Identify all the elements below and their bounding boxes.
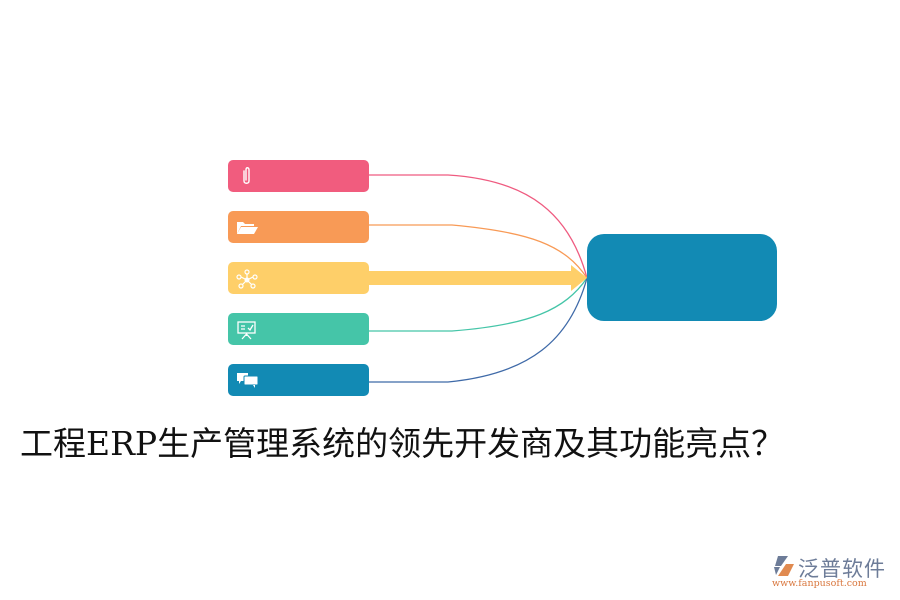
branch-node-folder <box>228 211 369 243</box>
network-icon <box>236 269 258 289</box>
logo-brand-text: 泛普软件 <box>798 557 886 581</box>
fanpu-logo-mark-icon <box>772 555 796 577</box>
chat-bubbles-icon <box>236 371 259 389</box>
presentation-board-icon <box>236 320 256 340</box>
page-title: 工程ERP生产管理系统的领先开发商及其功能亮点？ <box>20 424 785 463</box>
branch-node-presentation <box>228 313 369 345</box>
folder-open-icon <box>236 218 258 236</box>
branch-node-chat <box>228 364 369 396</box>
fanpu-logo: 泛普软件 www.fanpusoft.com <box>768 553 898 593</box>
logo-url-text: www.fanpusoft.com <box>772 578 867 589</box>
paperclip-icon <box>236 167 256 185</box>
branch-node-attachment <box>228 160 369 192</box>
branch-node-network <box>228 262 369 294</box>
central-hub-node <box>587 234 777 321</box>
